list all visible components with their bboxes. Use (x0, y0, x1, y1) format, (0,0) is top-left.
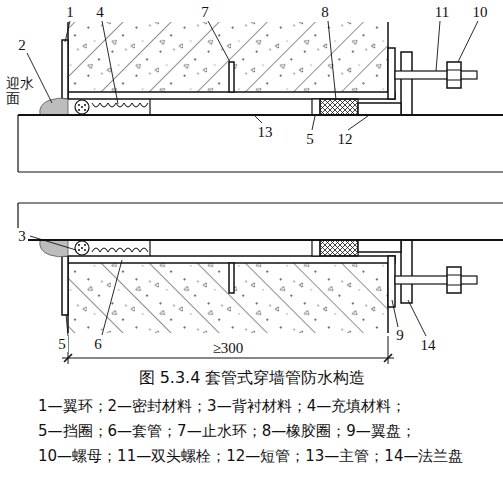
callout-number: 7 (199, 4, 211, 21)
callout-number: 6 (92, 336, 104, 353)
callout-number: 11 (433, 4, 451, 21)
callout-number: 1 (64, 4, 76, 21)
callout-number: 12 (336, 131, 355, 148)
callout-number: 4 (94, 4, 106, 21)
callout-number: 9 (394, 327, 406, 344)
leader-line (27, 21, 478, 336)
face-label: 迎水面 (6, 76, 36, 107)
callout-number: 5 (304, 131, 316, 148)
legend-text: 1—翼环；2—密封材料；3—背衬材料；4—充填材料； (38, 398, 406, 415)
dimension-line (62, 336, 394, 364)
callout-number: 8 (319, 4, 331, 21)
legend-text: 5—挡圈；6—套管；7—止水环；8—橡胶圈；9—翼盘； (38, 423, 416, 440)
callout-number: 5 (56, 336, 68, 353)
callout-number: 3 (16, 228, 28, 245)
dimension-label: ≥300 (211, 340, 246, 357)
legend-text: 10—螺母；11—双头螺栓；12—短管；13—主管；14—法兰盘 (38, 448, 463, 465)
callout-number: 13 (256, 124, 275, 141)
callout-number: 2 (16, 37, 28, 54)
callout-number: 14 (419, 337, 438, 354)
callout-number: 10 (471, 4, 490, 21)
figure-caption: 图 5.3.4 套管式穿墙管防水构造 (139, 369, 366, 387)
